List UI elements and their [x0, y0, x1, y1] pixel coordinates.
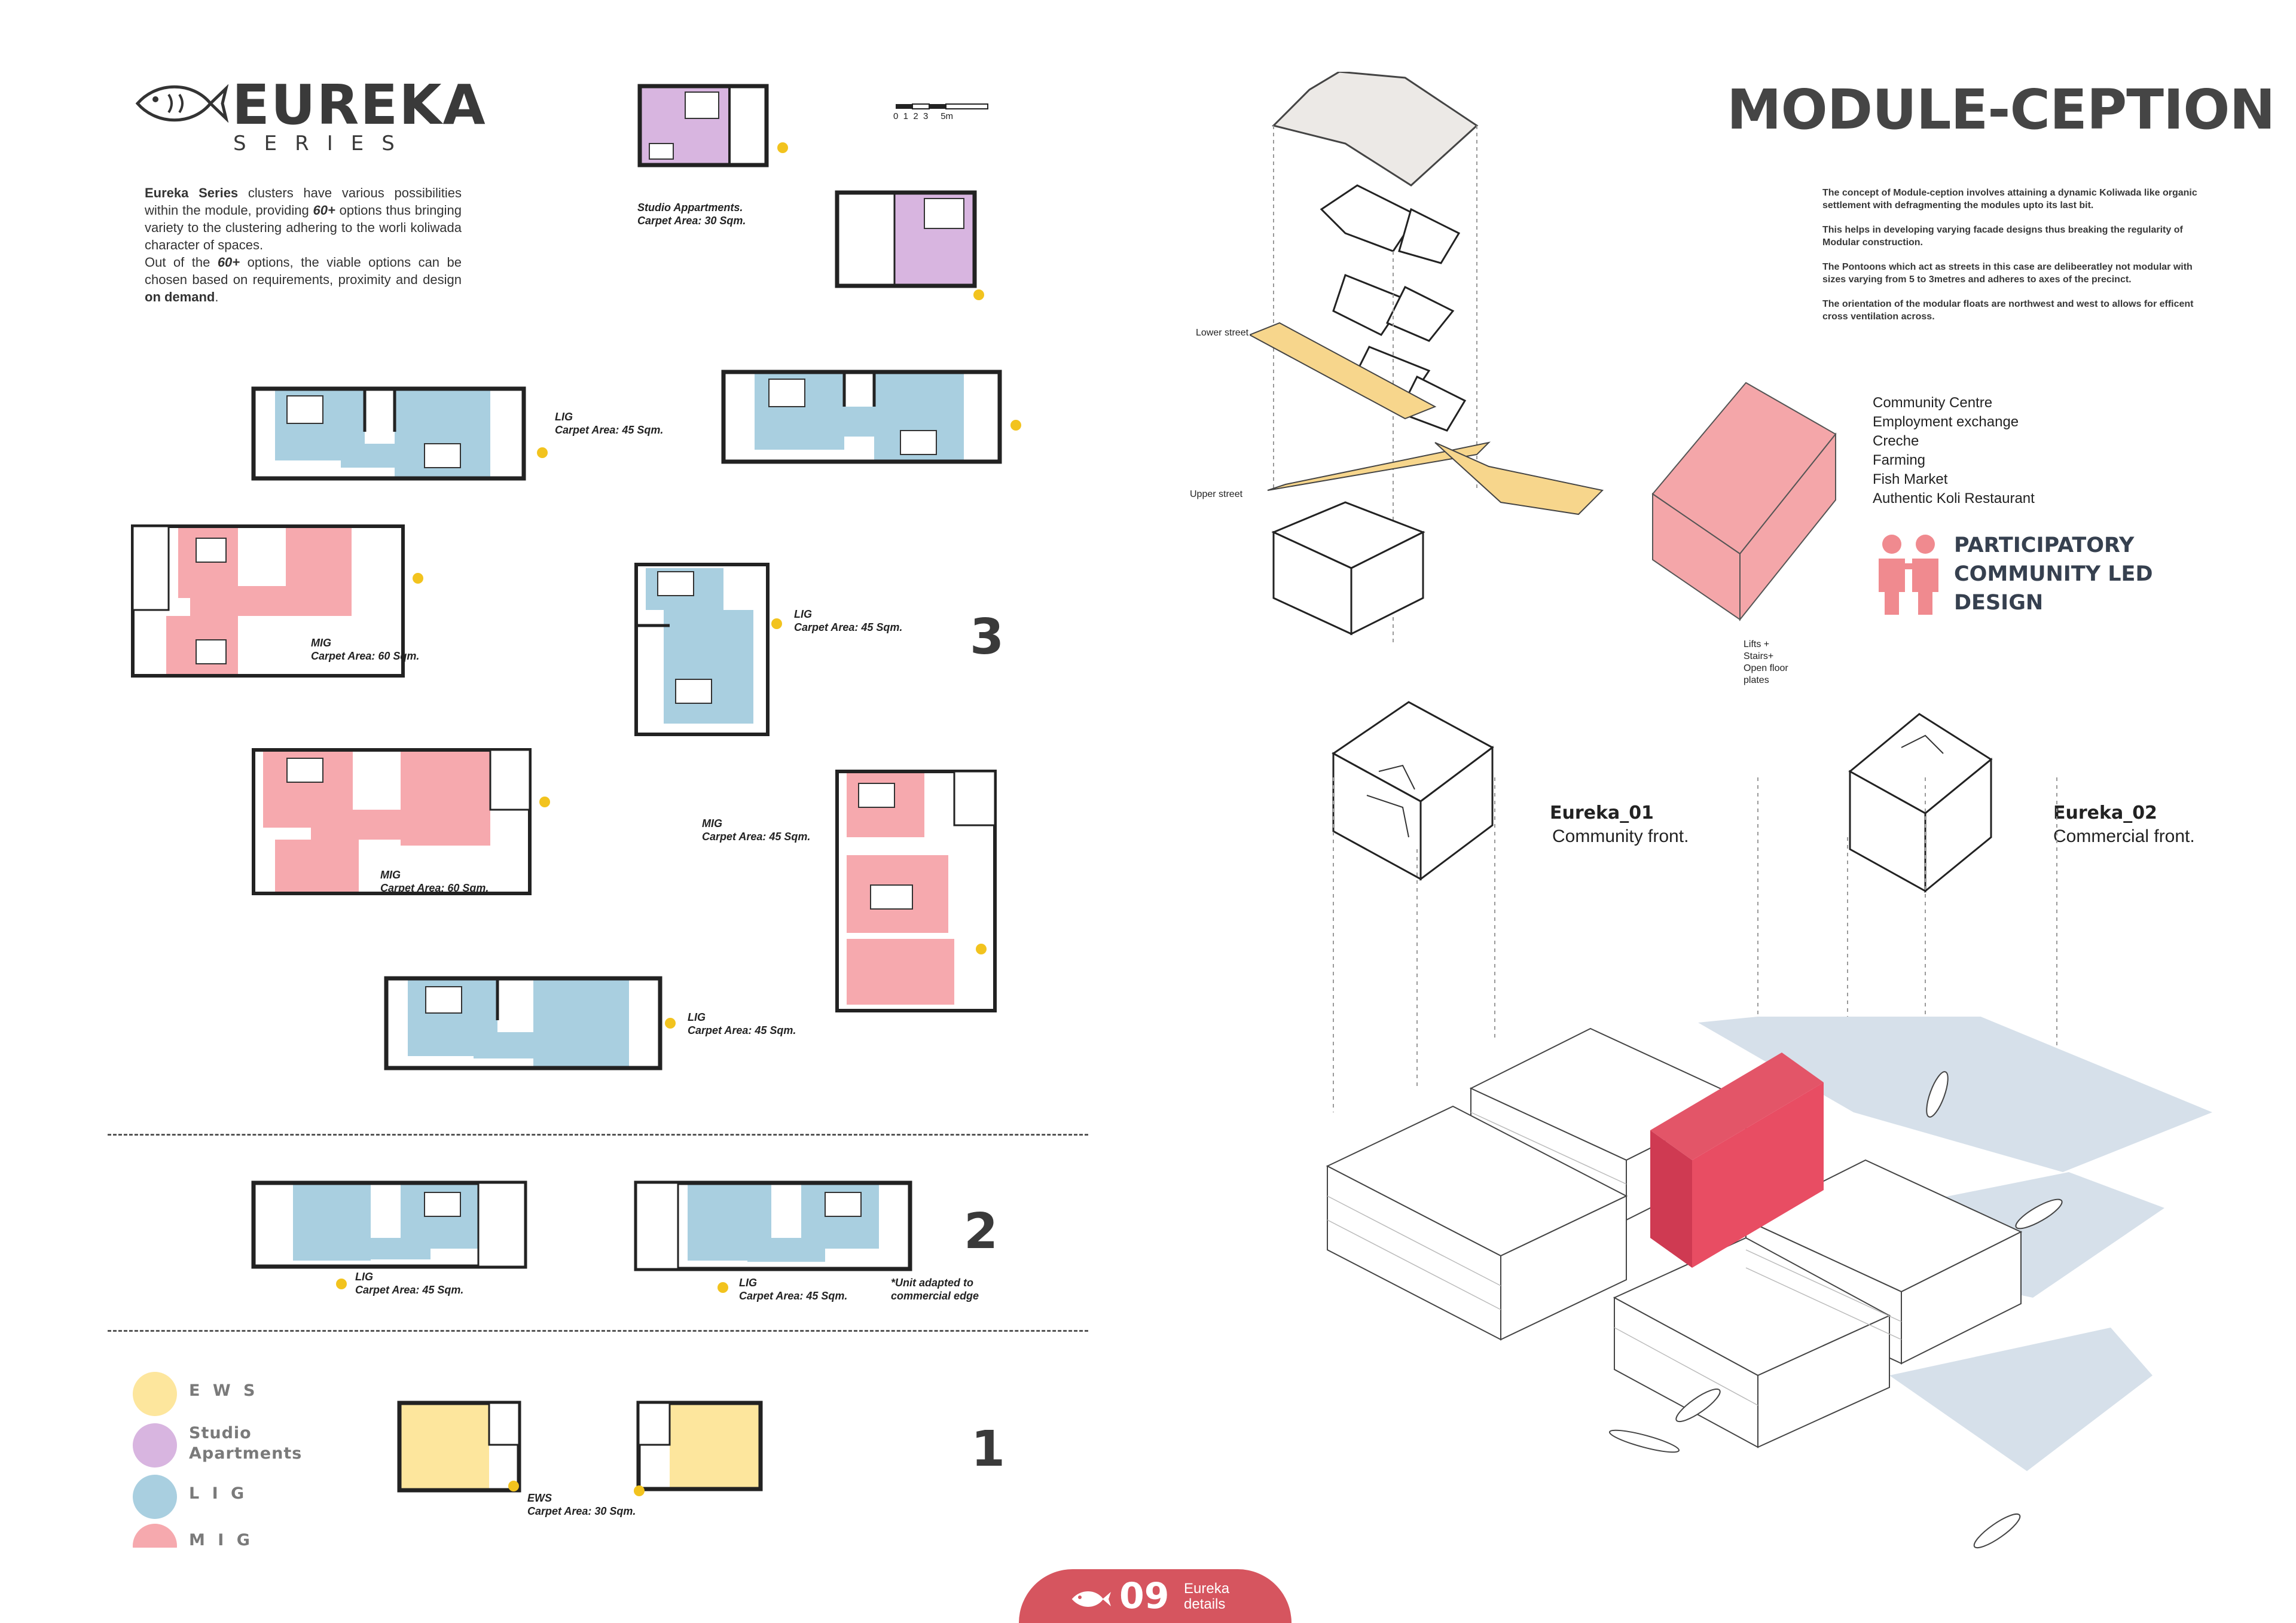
marker-dot [634, 1485, 645, 1496]
intro-tail: on demand [145, 289, 215, 304]
tier-number-1: 1 [971, 1421, 1006, 1478]
page-number: 09 [1119, 1575, 1170, 1617]
people-icon [1879, 535, 1938, 615]
footer-fish-icon [1071, 1591, 1111, 1607]
tier-number-2: 2 [964, 1203, 999, 1260]
facility-item: Community Centre [1873, 395, 1993, 411]
legend-mig: M I G [189, 1531, 254, 1549]
lower-street-label: Lower street [1196, 328, 1249, 338]
intro-text-1: clusters have various possibilities with… [145, 185, 462, 218]
brand-subtitle: SERIES [233, 132, 413, 155]
mig-plan-2 [251, 744, 532, 898]
concept-para-4: The orientation of the modular floats ar… [1822, 299, 2194, 322]
eureka-01-name: Eureka_01 [1550, 803, 1654, 823]
marker-dot [718, 1282, 728, 1293]
studio-plan-1 [637, 84, 769, 167]
eureka-02-name: Eureka_02 [2053, 803, 2157, 823]
intro-count-1: 60+ [313, 203, 335, 218]
tier-divider-1 [108, 1134, 1088, 1136]
facility-item: Employment exchange [1873, 414, 2019, 430]
marker-dot [508, 1481, 519, 1491]
marker-dot [973, 289, 984, 300]
intro-text-2: options thus bringing variety to the clu… [145, 203, 462, 252]
concept-para-1: The concept of Module-ception involves a… [1822, 188, 2197, 210]
brand-name: EUREKA [232, 73, 487, 137]
mig-plan-3 [835, 765, 997, 1015]
ews-plan-1 [395, 1398, 524, 1495]
tier-divider-2 [108, 1330, 1088, 1332]
studio-plan-2 [835, 187, 978, 288]
page-number-tab [1019, 1569, 1292, 1623]
lig-plan-3 [634, 560, 770, 737]
studio-dot [133, 1423, 177, 1468]
lig-plan-1 [251, 384, 526, 484]
concept-para-2: This helps in developing varying facade … [1822, 225, 2183, 248]
page-title: MODULE-CEPTION [1727, 78, 2275, 142]
fish-logo-icon [135, 84, 228, 123]
facility-item: Farming [1873, 452, 1926, 468]
intro-paragraph: Eureka Series clusters have various poss… [145, 184, 462, 306]
exploded-module-diagram [1250, 72, 1604, 646]
legend-studio: Studio Apartments [189, 1424, 303, 1463]
intro-text-4: options, the viable options can be chose… [145, 255, 462, 287]
mig-plan-1 [130, 520, 405, 682]
upper-street-label: Upper street [1190, 489, 1243, 499]
intro-text-3: Out of the [145, 255, 218, 270]
intro-lead: Eureka Series [145, 185, 239, 200]
marker-dot [539, 797, 550, 807]
intro-count-2: 60+ [217, 255, 240, 270]
eureka-02-module [1848, 713, 1993, 893]
cluster-axonometric [1326, 1017, 2212, 1549]
marker-dot [777, 142, 788, 153]
scale-bar [896, 103, 988, 109]
mig-dot-clip [133, 1524, 177, 1548]
legend-lig: L I G [189, 1484, 248, 1503]
marker-dot [336, 1279, 347, 1289]
marker-dot [976, 944, 987, 954]
mig-dot [133, 1524, 177, 1548]
lig-plan-6 [634, 1178, 912, 1274]
concept-text: The concept of Module-ception involves a… [1822, 187, 2211, 335]
lig-plan-4 [384, 972, 662, 1075]
marker-dot [771, 618, 782, 629]
facility-item: Creche [1873, 433, 1919, 449]
lig-plan-2 [721, 365, 1002, 476]
facility-list: Community Centre Employment exchange Cre… [1873, 393, 2035, 508]
eureka-02-sub: Commercial front. [2053, 826, 2195, 846]
marker-dot [413, 573, 423, 584]
concept-para-3: The Pontoons which act as streets in thi… [1822, 262, 2193, 285]
facility-item: Fish Market [1873, 471, 1948, 487]
eureka-01-sub: Community front. [1552, 826, 1689, 846]
studio-caption: Studio Appartments.Carpet Area: 30 Sqm. [637, 202, 746, 227]
ews-dot [133, 1372, 177, 1416]
marker-dot [537, 447, 548, 458]
facility-item: Authentic Koli Restaurant [1873, 490, 2035, 507]
marker-dot [665, 1018, 676, 1029]
ews-plan-2 [634, 1398, 765, 1494]
tier-number-3: 3 [970, 609, 1004, 666]
lig-plan-5 [251, 1178, 527, 1271]
community-block-diagram [1651, 382, 1837, 621]
intro-end: . [215, 289, 219, 304]
scale-label: 0 1 2 3 5m [893, 111, 954, 121]
eureka-01-module [1332, 701, 1494, 881]
lig-dot [133, 1475, 177, 1519]
marker-dot [1010, 420, 1021, 431]
legend-ews: E W S [189, 1381, 259, 1400]
